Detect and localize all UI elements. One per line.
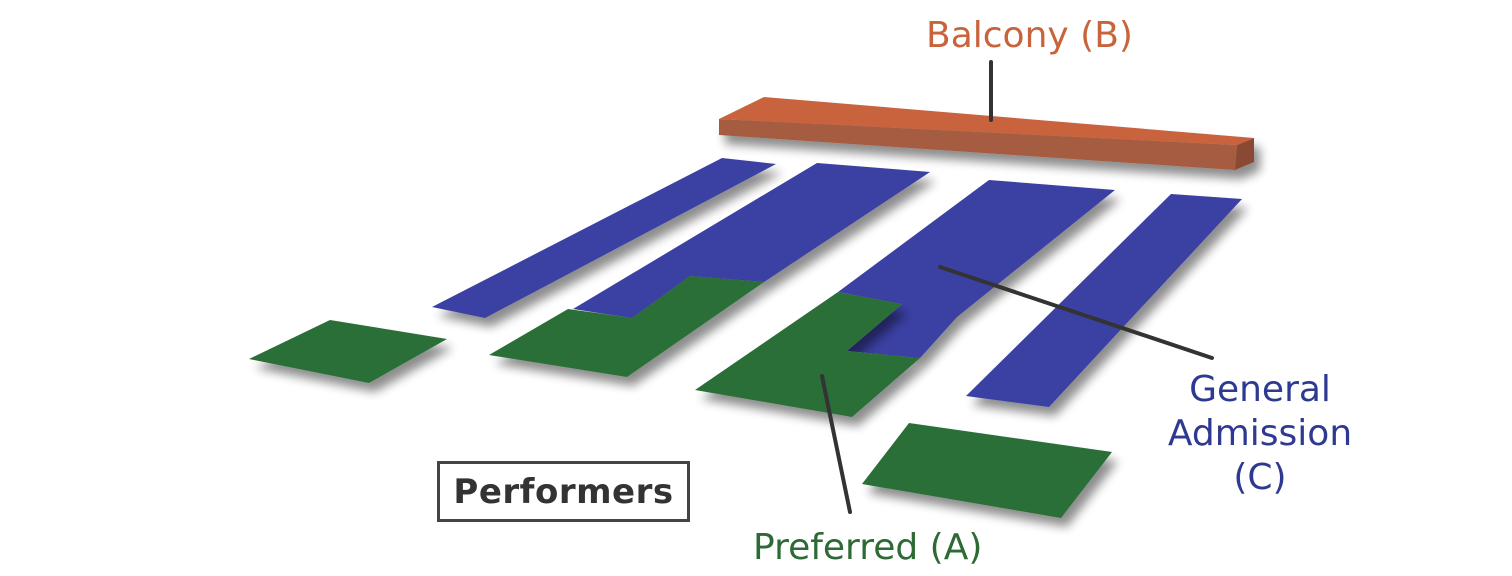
general-admission-label-line2: Admission (C) [1167, 413, 1353, 498]
balcony-section [719, 97, 1254, 170]
preferred-section-2 [489, 276, 764, 377]
preferred-label: Preferred (A) [753, 527, 983, 568]
balcony-front [719, 119, 1237, 170]
balcony-label: Balcony (B) [926, 15, 1133, 56]
preferred-section-3 [695, 292, 920, 417]
balcony-side [1235, 138, 1254, 170]
general-admission-label: General Admission (C) [1140, 368, 1380, 500]
performers-label: Performers [453, 471, 674, 512]
general-leader-line [938, 265, 1214, 360]
preferred-section-4 [862, 423, 1112, 518]
preferred-section-1 [249, 320, 447, 383]
general-section-4 [966, 194, 1242, 407]
general-section-3 [838, 180, 1115, 358]
general-section-1 [432, 158, 776, 318]
general-section-2 [573, 163, 930, 318]
general-admission-label-line1: General [1189, 369, 1331, 410]
leader-lines [820, 60, 1214, 514]
preferred-leader-line [820, 374, 852, 514]
preferred-sections [249, 276, 1112, 518]
balcony-top [719, 97, 1254, 145]
performers-box: Performers [437, 461, 690, 522]
general-admission-sections [432, 158, 1242, 407]
